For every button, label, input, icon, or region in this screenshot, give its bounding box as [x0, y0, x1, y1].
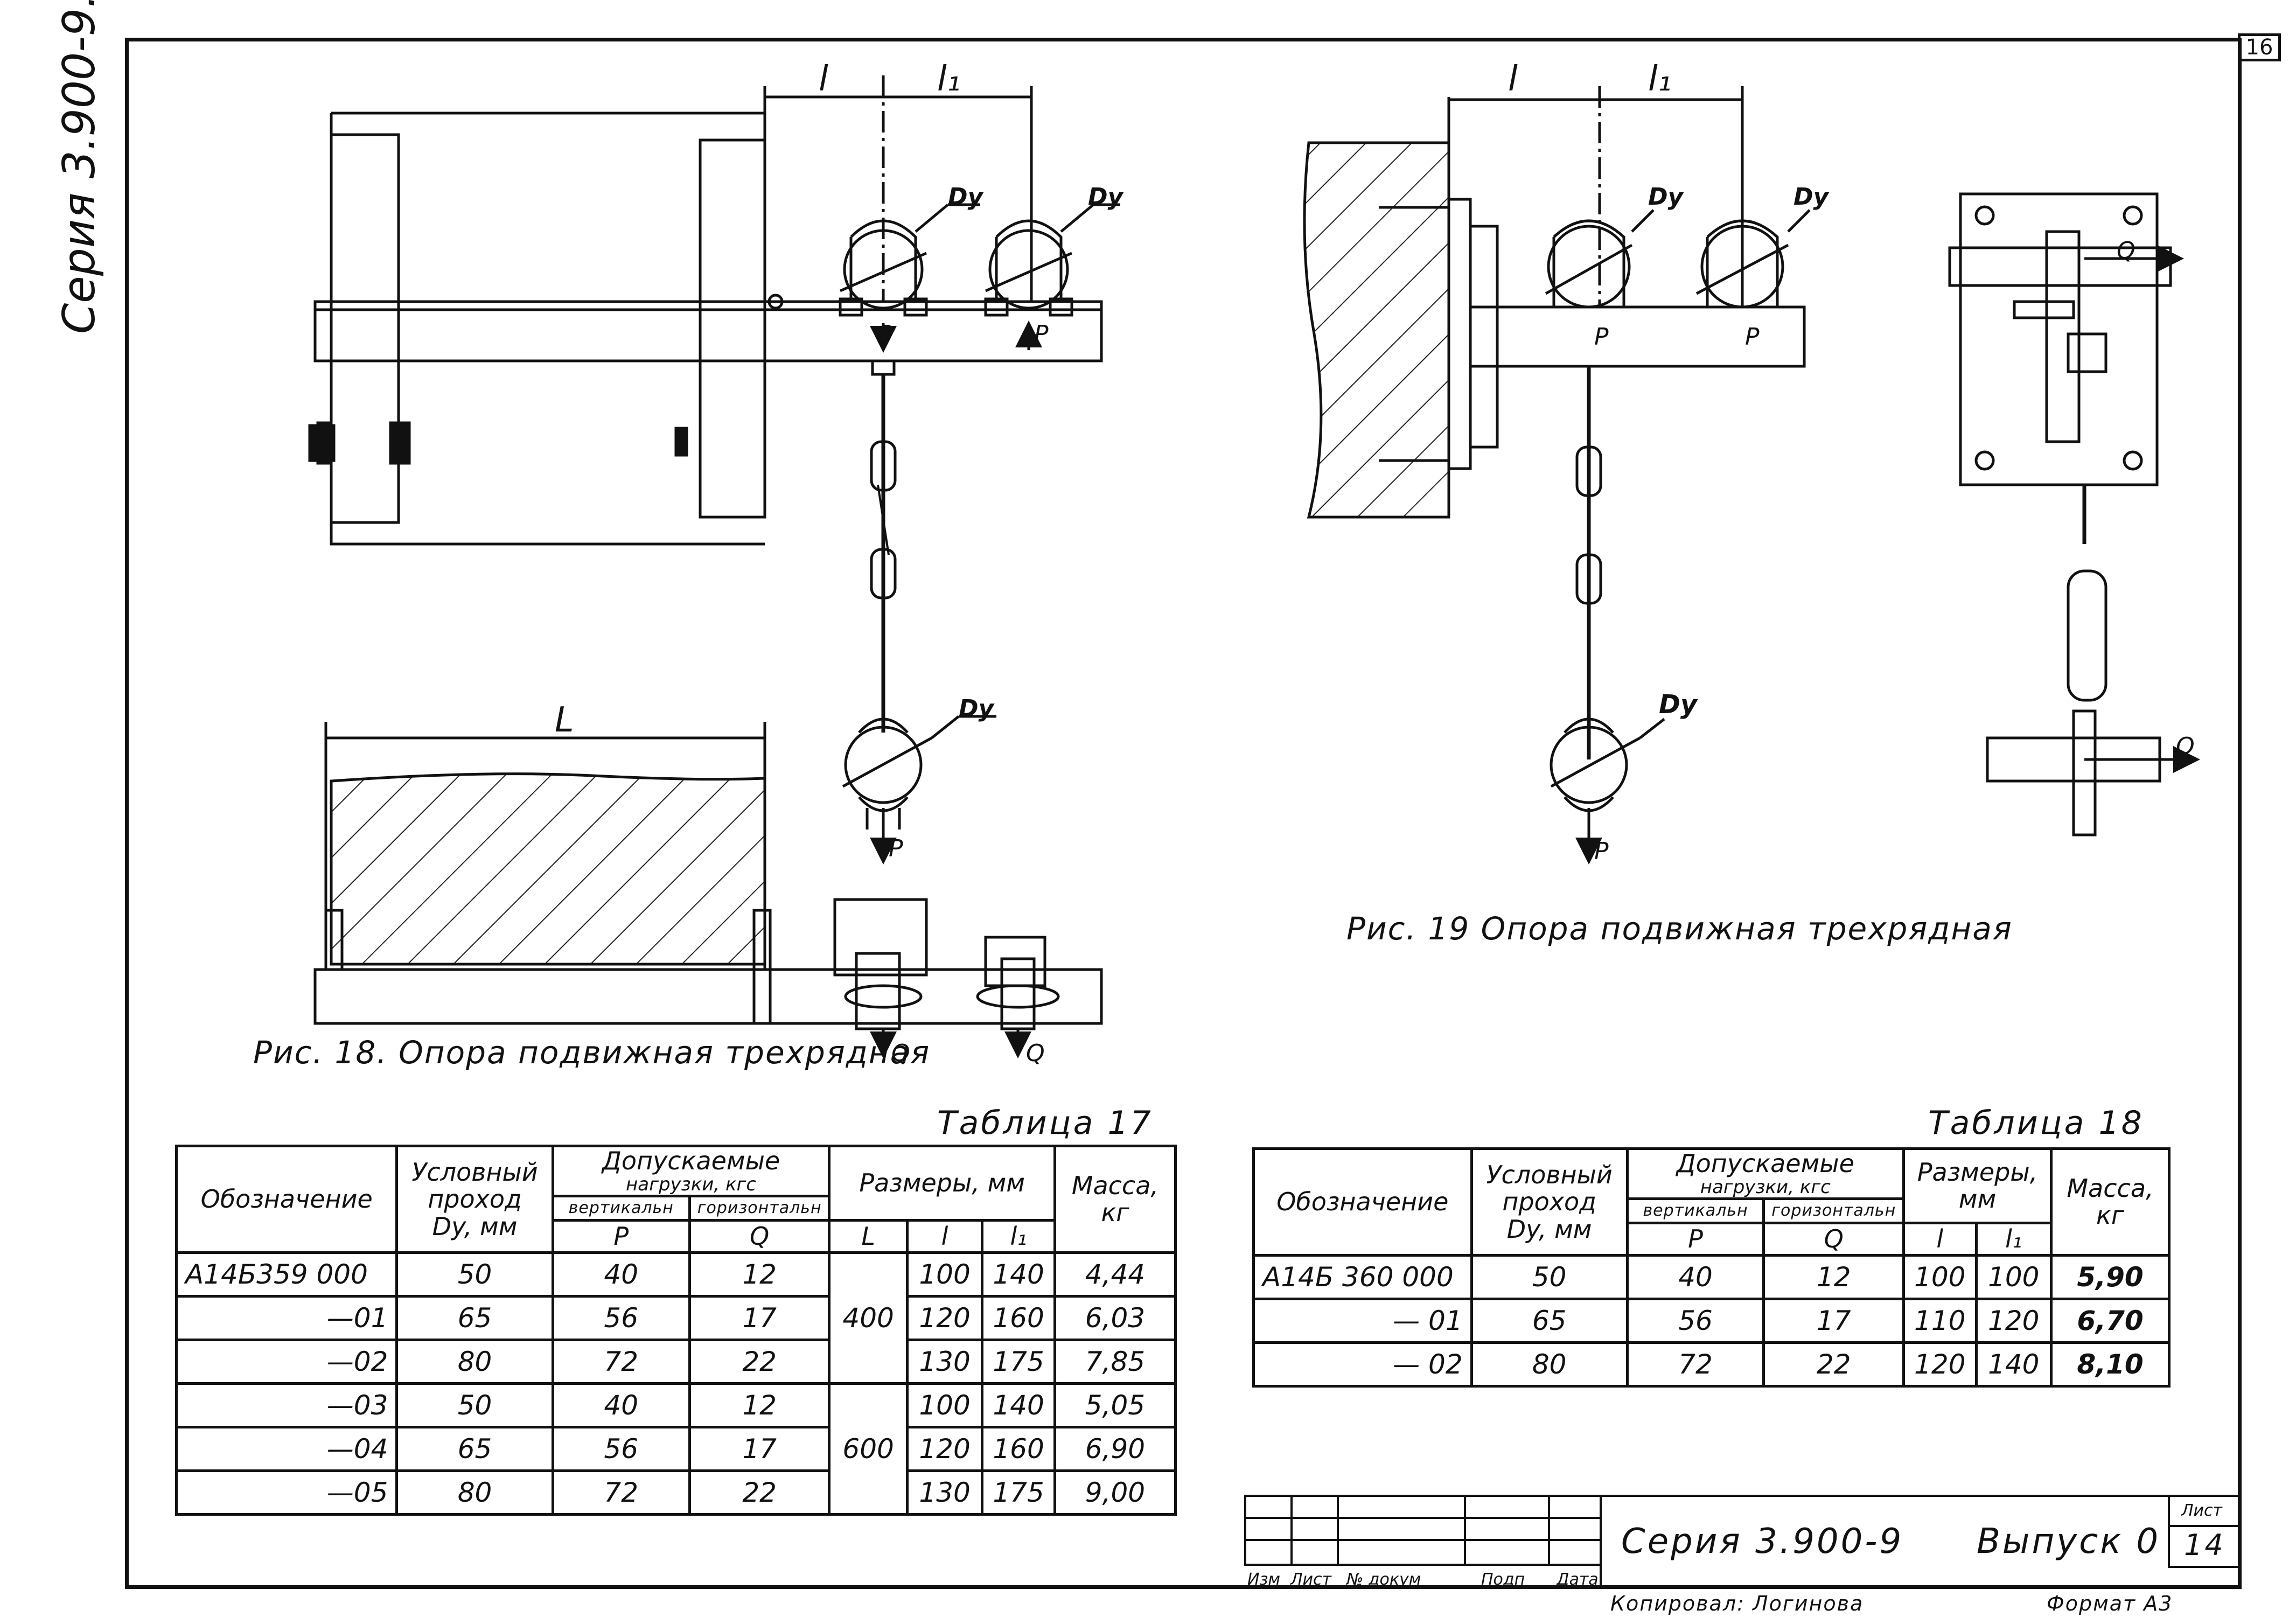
tb-col-sign: Подп	[1481, 1570, 1525, 1589]
fig19-label-p-1: P	[1594, 323, 1609, 351]
t17-h-p: P	[551, 1218, 691, 1254]
t17-h-L: L	[828, 1218, 909, 1254]
drawing-frame	[125, 38, 2242, 1589]
fig19-label-dy-1: Dy	[1648, 183, 1684, 211]
t17-h-horizontal: горизонтальн	[688, 1194, 831, 1222]
tb-col-list: Лист	[1290, 1570, 1332, 1589]
fig19-label-p-3: P	[1594, 838, 1609, 865]
fig18-label-p-1: P	[878, 320, 892, 348]
t17-h-l: l	[905, 1218, 984, 1254]
tb-series: Серия 3.900-9	[1621, 1522, 1904, 1562]
t17-h-sizes: Размеры, мм	[828, 1145, 1056, 1222]
fig19-dim-l1: l₁	[1648, 59, 1672, 99]
t17-h-q: Q	[688, 1218, 831, 1254]
t18-h-mass: Масса,кг	[2050, 1147, 2171, 1257]
t18-h-horizontal: горизонтальн	[1762, 1197, 1905, 1224]
fig18-label-dy-3: Dy	[959, 695, 994, 722]
fig18-label-dy-1: Dy	[948, 183, 983, 211]
fig18-caption: Рис. 18. Опора подвижная трехрядная	[253, 1034, 931, 1071]
fig19-label-p-2: P	[1745, 323, 1760, 351]
tb-copied-by: Копировал: Логинова	[1610, 1592, 1864, 1615]
t17-h-mass: Масса,кг	[1053, 1145, 1177, 1254]
fig18-label-q-2: Q	[1026, 1040, 1045, 1067]
fig18-label-dy-2: Dy	[1088, 183, 1123, 211]
tb-format: Формат А3	[2047, 1592, 2173, 1615]
t18-h-sizes: Размеры,мм	[1902, 1147, 2053, 1224]
tb-sheet-number: 14	[2184, 1528, 2225, 1562]
title-block: Изм Лист № докум Подп Дата Серия 3.900-9…	[1244, 1495, 2241, 1615]
tb-col-date: Дата	[1557, 1570, 1599, 1589]
tb-col-doc: № докум	[1346, 1570, 1421, 1589]
fig19-dim-l: l	[1508, 59, 1518, 99]
fig18-dim-l: l	[819, 59, 828, 99]
fig19-label-q-2: Q	[2176, 733, 2195, 760]
fig19-caption: Рис. 19 Опора подвижная трехрядная	[1346, 910, 2013, 947]
tb-col-izm: Изм	[1247, 1570, 1281, 1589]
table17-title: Таблица 17	[937, 1104, 1153, 1142]
fig18-label-q-1: Q	[891, 1040, 910, 1067]
sheet-corner-number: 16	[2238, 33, 2281, 61]
t18-h-l1: l₁	[1974, 1221, 2053, 1257]
t17-h-designation: Обозначение	[175, 1145, 399, 1254]
t17-h-vertical: вертикальн	[551, 1194, 691, 1222]
fig19-label-dy-2: Dy	[1793, 183, 1829, 211]
t18-h-p: P	[1625, 1221, 1765, 1257]
tb-sheet-label: Лист	[2181, 1501, 2223, 1520]
t18-h-designation: Обозначение	[1252, 1147, 1473, 1257]
fig18-top-view	[308, 75, 1120, 865]
fig19-label-dy-3: Dy	[1659, 689, 1698, 720]
fig18-dim-L: L	[555, 700, 574, 740]
fig18-plan-view	[313, 722, 1103, 1058]
t18-h-l: l	[1902, 1221, 1978, 1257]
fig19-side-view	[1948, 192, 2200, 837]
fig18-dim-l1: l₁	[937, 59, 961, 99]
table18-title: Таблица 18	[1928, 1104, 2144, 1142]
fig19-front-view	[1303, 86, 1811, 865]
t18-h-vertical: вертикальн	[1625, 1197, 1765, 1224]
fig19-label-q-1: Q	[2117, 237, 2136, 264]
tb-issue: Выпуск 0	[1977, 1522, 2161, 1562]
fig18-label-p-3: P	[889, 835, 903, 862]
t18-h-q: Q	[1762, 1221, 1905, 1257]
t17-h-l1: l₁	[981, 1218, 1056, 1254]
fig18-label-p-2: P	[1034, 320, 1049, 348]
